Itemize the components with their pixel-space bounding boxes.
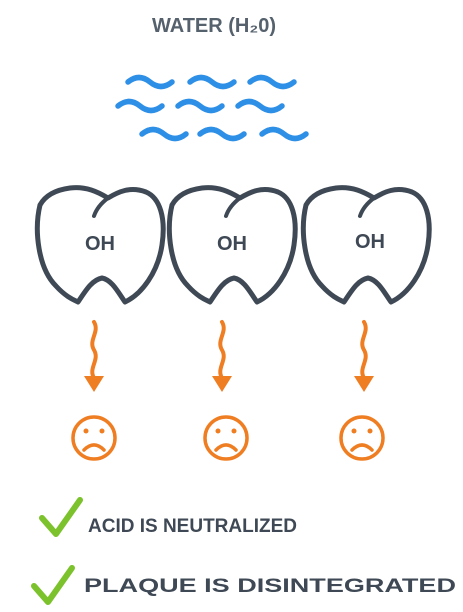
result-item: ACID IS NEUTRALIZED (39, 497, 297, 537)
wavy-down-arrow-icon (212, 320, 232, 392)
result-text: PLAQUE IS DISINTEGRATED (84, 576, 456, 597)
result-item: PLAQUE IS DISINTEGRATED (31, 565, 456, 605)
checkmark-icon (31, 565, 75, 605)
checkmark-icon (39, 497, 83, 537)
tooth-1: OH (34, 185, 166, 305)
tooth-label: OH (85, 233, 115, 255)
result-text: ACID IS NEUTRALIZED (88, 516, 297, 537)
wavy-down-arrow-icon (354, 320, 374, 392)
page-title: WATER (H₂0) (152, 15, 276, 37)
tooth-outline (300, 185, 432, 305)
sad-face-icon (71, 415, 117, 461)
sad-face-icon (203, 415, 249, 461)
tooth-3: OH (300, 185, 432, 305)
tooth-outline (34, 185, 166, 305)
water-waves-icon (115, 74, 309, 142)
sad-face-icon (339, 415, 385, 461)
tooth-2: OH (166, 185, 298, 305)
tooth-label: OH (355, 231, 385, 253)
tooth-outline (166, 185, 298, 305)
wavy-down-arrow-icon (84, 320, 104, 392)
tooth-label: OH (217, 233, 247, 255)
